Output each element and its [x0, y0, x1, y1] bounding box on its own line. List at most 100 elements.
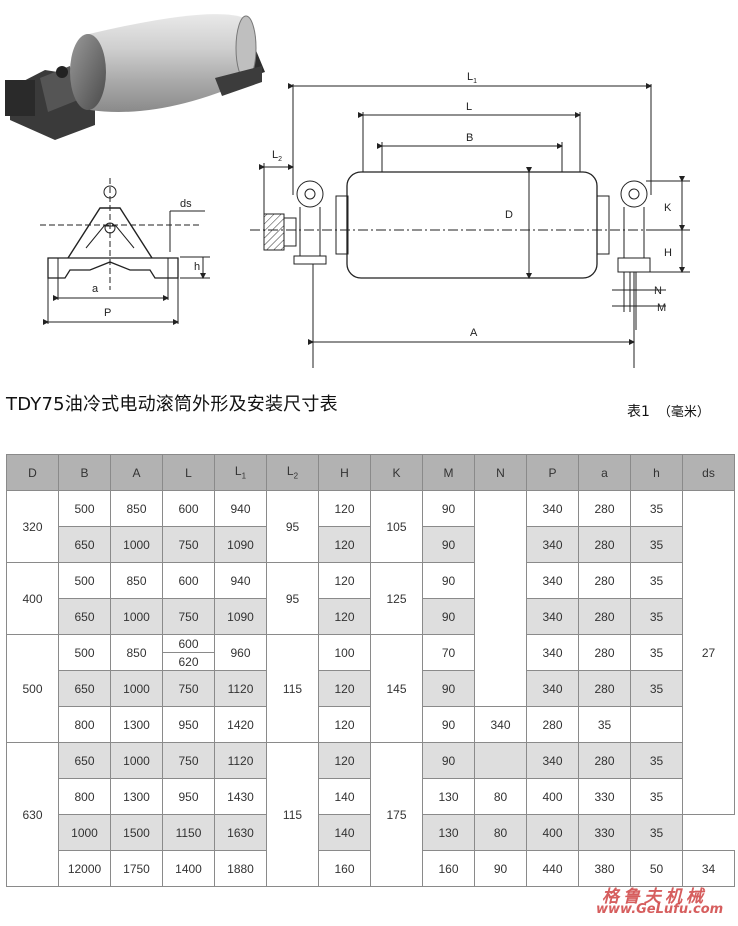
cell-m: 90	[422, 598, 475, 635]
cell-n: 80	[474, 814, 527, 851]
cell-a-small: 280	[578, 490, 631, 527]
cell-a: 1000	[110, 742, 163, 779]
col-a-small: a	[578, 454, 631, 491]
cell-h-small: 35	[630, 634, 683, 671]
cell-h: 120	[318, 706, 371, 743]
cell-m: 70	[422, 634, 475, 671]
cell-p: 400	[526, 814, 579, 851]
cell-h: 120	[318, 742, 371, 779]
table-row: 320 500 850 600 940 95 120 105 90 340 28…	[6, 490, 735, 815]
cell-a: 1750	[110, 850, 163, 887]
table-label: 表1（毫米）	[627, 401, 710, 421]
cell-l: 600	[162, 634, 215, 653]
side-view-drawing	[250, 83, 690, 368]
cell-l: 620	[162, 652, 215, 671]
label-ds: ds	[180, 198, 192, 210]
table-row: 650 1000 750 1090 120 90 340 280 35	[7, 598, 735, 635]
label-d: D	[505, 209, 513, 221]
cell-b: 12000	[58, 850, 111, 887]
cell-a: 1000	[110, 670, 163, 707]
cell-h-small: 35	[630, 670, 683, 707]
label-l: L	[466, 101, 472, 113]
cell-m: 90	[422, 742, 475, 779]
cell-h: 120	[318, 490, 371, 527]
cell-l: 750	[162, 742, 215, 779]
dimensions-table: D B A L L1 L2 H K M N P a h ds 320 500 8…	[6, 454, 735, 887]
cell-n: 90	[474, 850, 527, 887]
cell-l: 600	[162, 562, 215, 599]
label-l2: L2	[272, 149, 282, 163]
cell-a-small: 380	[578, 850, 631, 887]
cell-l1: 1630	[214, 814, 267, 851]
cell-h: 140	[318, 814, 371, 851]
cell-b: 800	[58, 778, 111, 815]
label-k: K	[664, 202, 672, 214]
product-photo	[5, 14, 265, 140]
cell-b: 500	[58, 562, 111, 599]
cell-a: 1000	[110, 526, 163, 563]
col-b: B	[58, 454, 111, 491]
cell-a-small: 280	[526, 706, 579, 743]
cell-d: 400	[6, 562, 59, 635]
cell-l1: 1880	[214, 850, 267, 887]
cell-l: 750	[162, 598, 215, 635]
cell-b: 500	[58, 634, 111, 671]
label-a: a	[92, 283, 99, 295]
cell-ds: 34	[682, 850, 735, 887]
col-n: N	[474, 454, 527, 491]
cell-m: 160	[422, 850, 475, 887]
cell-a: 850	[110, 562, 163, 599]
cell-a-small: 330	[578, 778, 631, 815]
cell-m: 90	[422, 562, 475, 599]
cell-b: 800	[58, 706, 111, 743]
cell-l1: 1090	[214, 598, 267, 635]
label-b: B	[466, 132, 473, 144]
cell-a-small: 280	[578, 526, 631, 563]
cell-m: 90	[422, 526, 475, 563]
cell-a: 1000	[110, 598, 163, 635]
col-a: A	[110, 454, 163, 491]
table-row: 500 500 850 600 960 115 100 145 70 340 2…	[6, 634, 735, 743]
cell-l: 750	[162, 526, 215, 563]
cell-l: 1150	[162, 814, 215, 851]
label-h-main: H	[664, 247, 672, 259]
cell-l: 950	[162, 706, 215, 743]
table-number: 表1	[627, 404, 650, 420]
cell-a-small: 280	[578, 634, 631, 671]
cell-l: 950	[162, 778, 215, 815]
cell-l1: 1120	[214, 742, 267, 779]
cell-p: 340	[526, 634, 579, 671]
cell-k: 145	[370, 634, 423, 743]
cell-l1: 1090	[214, 526, 267, 563]
cell-a: 850	[110, 634, 163, 671]
col-l2: L2	[266, 454, 319, 491]
col-h-small: h	[630, 454, 683, 491]
cell-h: 120	[318, 598, 371, 635]
cell-h: 120	[318, 670, 371, 707]
cell-ds: 27	[682, 490, 735, 815]
cell-d: 500	[6, 634, 59, 743]
col-p: P	[526, 454, 579, 491]
cell-a-small: 330	[578, 814, 631, 851]
col-h: H	[318, 454, 371, 491]
cell-h-small: 35	[630, 526, 683, 563]
label-m: M	[657, 302, 666, 314]
col-l: L	[162, 454, 215, 491]
cell-n	[474, 490, 527, 707]
cell-h: 140	[318, 778, 371, 815]
cell-a: 1300	[110, 778, 163, 815]
table-row: 800 1300 950 1430 140 130 80 400 330 35	[7, 778, 735, 815]
cell-h: 120	[318, 526, 371, 563]
col-k: K	[370, 454, 423, 491]
cell-p: 340	[526, 670, 579, 707]
cell-a: 850	[110, 490, 163, 527]
cell-m: 90	[422, 670, 475, 707]
cell-a: 1300	[110, 706, 163, 743]
cell-l: 750	[162, 670, 215, 707]
col-l1: L1	[214, 454, 267, 491]
cell-h-small: 35	[630, 562, 683, 599]
cell-m: 130	[422, 814, 475, 851]
cell-l1: 940	[214, 562, 267, 599]
cell-p: 340	[526, 490, 579, 527]
